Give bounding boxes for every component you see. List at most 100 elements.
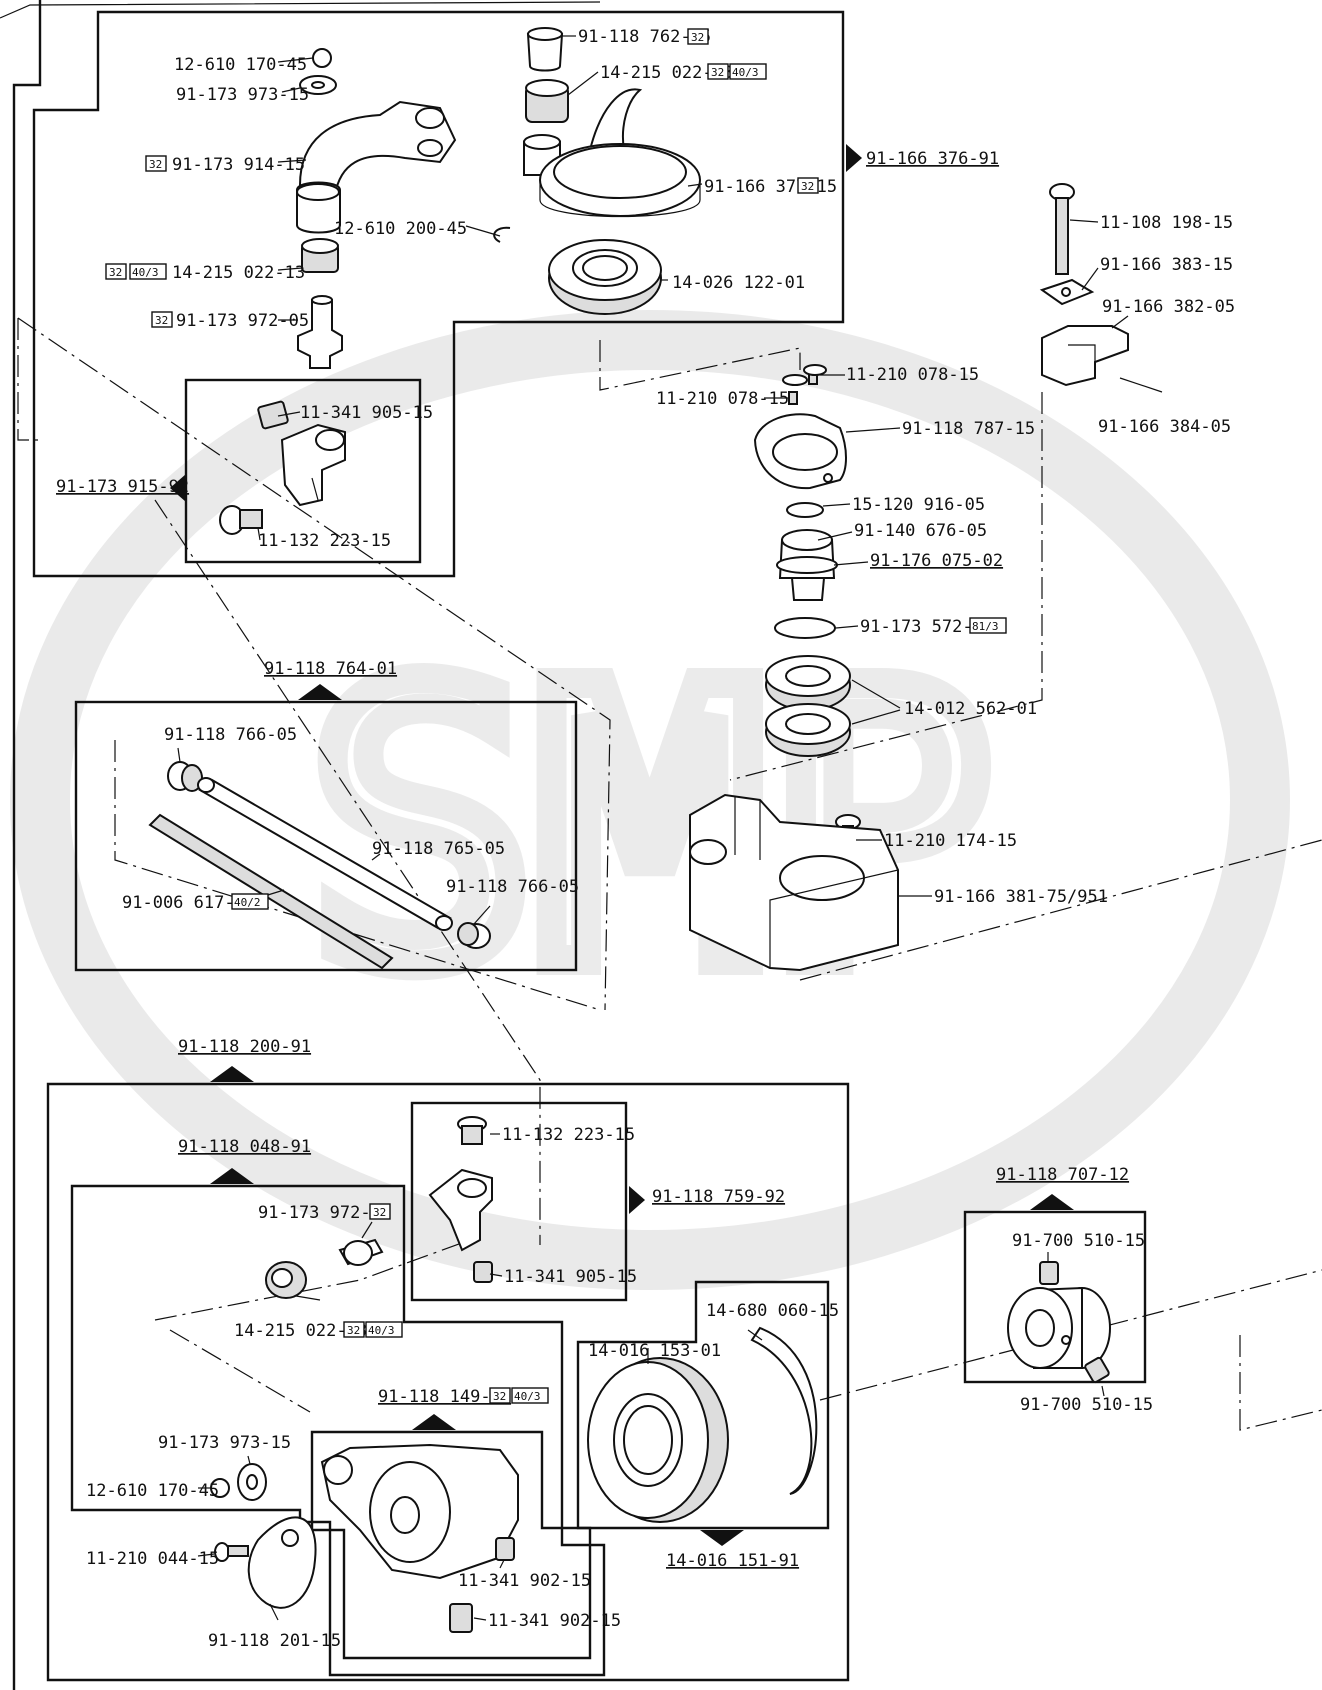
label-set-screw-3: 11-341 902-15 xyxy=(458,1571,591,1591)
label-circlip-2: 12-610 170-45 xyxy=(86,1481,219,1501)
marker-up-2 xyxy=(210,1066,254,1082)
box-assembly-link xyxy=(410,1101,628,1302)
cap-part xyxy=(526,27,564,72)
badge-403-b: 40/3 xyxy=(729,63,767,80)
label-set-screw-4: 11-341 902-15 xyxy=(488,1611,621,1631)
box-assembly-shaft xyxy=(74,700,578,972)
marker-up-4 xyxy=(412,1414,456,1430)
assembly-label-cam: 91-176 075-02 xyxy=(870,551,1003,571)
svg-text:32: 32 xyxy=(711,66,724,79)
screw-flat-2-part xyxy=(214,1542,249,1562)
page-frame-line xyxy=(12,0,42,1690)
shim-ring-part xyxy=(774,617,836,639)
small-plate-part xyxy=(1039,278,1095,306)
label-small-plate: 91-166 383-15 xyxy=(1100,255,1233,275)
marker-up-1 xyxy=(298,684,342,700)
svg-text:40/3: 40/3 xyxy=(368,1324,395,1337)
label-needle-bearing-2: 14-215 022-13 xyxy=(234,1321,367,1341)
label-wick: 91-006 617-05 xyxy=(122,893,255,913)
assembly-label-shaft: 91-118 764-01 xyxy=(264,659,397,679)
screw-socket-2-part xyxy=(457,1116,487,1145)
label-ball-bearing-large: 14-026 122-01 xyxy=(672,273,805,293)
badge-402: 40/2 xyxy=(231,893,269,910)
label-retaining-ring-2: 14-680 060-15 xyxy=(706,1301,839,1321)
socket-screw-part xyxy=(219,505,263,535)
label-washer-2: 91-173 973-15 xyxy=(158,1433,291,1453)
label-long-screw: 11-108 198-15 xyxy=(1100,213,1233,233)
assembly-label-link: 91-118 759-92 xyxy=(652,1187,785,1207)
marker-left-1 xyxy=(170,474,186,502)
screw-small-2-part xyxy=(803,364,827,385)
watermark-text: SMP xyxy=(307,607,993,1050)
retaining-ring-part xyxy=(493,226,511,243)
badge-813: 81/3 xyxy=(969,617,1007,634)
retaining-ring-2-part xyxy=(750,1326,818,1495)
svg-text:32: 32 xyxy=(109,266,122,279)
box-assembly-clamp xyxy=(184,378,422,564)
shaft-part xyxy=(197,777,453,931)
label-wire: 91-166 384-05 xyxy=(1098,417,1231,437)
set-screw-3-part xyxy=(495,1537,515,1561)
badge-32-d: 32 xyxy=(687,28,709,45)
housing-part xyxy=(689,793,899,972)
centerline-07 xyxy=(799,839,1322,981)
box-assembly-lower xyxy=(46,1082,850,1682)
assembly-label-lever: 91-118 048-91 xyxy=(178,1137,311,1157)
centerline-11 xyxy=(1239,1335,1322,1431)
wick-part xyxy=(148,813,394,970)
label-circlip: 12-610 170-45 xyxy=(174,55,307,75)
label-cam-sleeve: 91-140 676-05 xyxy=(854,521,987,541)
svg-text:32: 32 xyxy=(149,158,162,171)
badge-32-b: 32 xyxy=(105,263,127,280)
plug-left-part xyxy=(167,761,203,792)
assembly-label-lower: 91-118 200-91 xyxy=(178,1037,311,1057)
centerline-02 xyxy=(17,318,40,441)
ball-bearing-pair-part xyxy=(765,655,851,757)
pin-part xyxy=(297,295,343,369)
assembly-markers xyxy=(170,144,1074,1546)
crank-part xyxy=(320,1443,519,1580)
badge-32-e: 32 xyxy=(707,63,729,80)
label-shaft: 91-118 765-05 xyxy=(372,839,505,859)
label-flange-plate: 91-118 787-15 xyxy=(902,419,1035,439)
badge-32-f: 32 xyxy=(797,177,819,194)
badge-32-i: 32 xyxy=(489,1387,511,1404)
assembly-label-collar: 91-118 707-12 xyxy=(996,1165,1129,1185)
label-snap-ring: 15-120 916-05 xyxy=(852,495,985,515)
label-guide-block: 91-166 382-05 xyxy=(1102,297,1235,317)
label-socket-screw: 11-132 223-15 xyxy=(258,531,391,551)
circlip-part xyxy=(312,48,332,68)
flange-plate-part xyxy=(753,413,847,490)
label-screw-small-a: 11-210 078-15 xyxy=(846,365,979,385)
set-screw-6-part xyxy=(1084,1356,1110,1384)
label-screw-small-b: 11-210 078-15 xyxy=(656,389,789,409)
cam-sleeve-part xyxy=(776,529,838,601)
bearing-cage-part xyxy=(525,79,569,123)
needle-bearing-2-part xyxy=(265,1261,307,1299)
guide-block-part xyxy=(1041,325,1129,387)
svg-text:40/3: 40/3 xyxy=(132,266,159,279)
assembly-label-crank: 91-118 149-91 xyxy=(378,1387,511,1407)
assembly-label-bearing: 14-016 151-91 xyxy=(666,1551,799,1571)
label-set-screw-2: 11-341 905-15 xyxy=(504,1267,637,1287)
page-top-edge xyxy=(0,1,601,19)
label-needle-bearing: 14-215 022-13 xyxy=(172,263,305,283)
svg-text:40/3: 40/3 xyxy=(514,1390,541,1403)
label-cap: 91-118 762-05 xyxy=(578,27,711,47)
label-pin-2: 91-173 972-05 xyxy=(258,1203,391,1223)
centerline-06 xyxy=(729,392,1043,781)
label-screw-socket-2: 11-132 223-15 xyxy=(502,1125,635,1145)
clamp-part xyxy=(280,423,346,507)
set-screw-5-part xyxy=(1039,1261,1059,1285)
svg-text:32: 32 xyxy=(373,1206,386,1219)
box-assembly-lever xyxy=(70,1184,606,1677)
label-screw-flat: 11-210 174-15 xyxy=(884,831,1017,851)
badge-403-a: 40/3 xyxy=(129,263,167,280)
marker-up-5 xyxy=(1030,1194,1074,1210)
svg-text:32: 32 xyxy=(691,31,704,44)
marker-right-2 xyxy=(629,1186,645,1214)
label-ball-bearing-3: 14-016 153-01 xyxy=(588,1341,721,1361)
label-pin: 91-173 972-05 xyxy=(176,311,309,331)
label-shim-ring: 91-173 572-05 xyxy=(860,617,993,637)
link-clamp-part xyxy=(428,1168,493,1252)
